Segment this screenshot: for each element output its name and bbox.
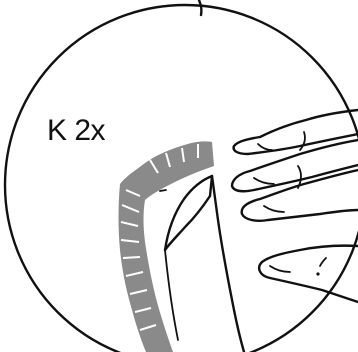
torn-paper-flap-icon [160, 176, 244, 352]
hand-fingers-icon [232, 110, 358, 302]
annotation-label: K 2x [47, 114, 106, 147]
connector-line [199, 0, 201, 15]
